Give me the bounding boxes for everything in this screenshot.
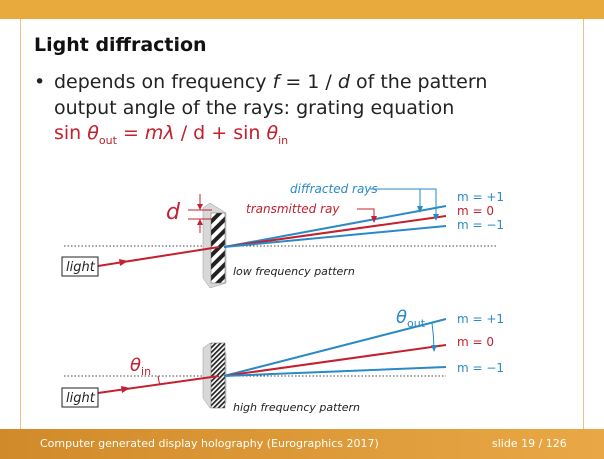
slide-title: Light diffraction	[34, 34, 207, 56]
eq-sub-in: in	[278, 133, 289, 147]
bottom-light-label: light	[66, 391, 96, 406]
top-accent-bar	[0, 0, 604, 19]
high-frequency-label: high frequency pattern	[233, 401, 360, 414]
bullet-dot: •	[34, 71, 46, 93]
bullet-line-1: depends on frequency f = 1 / d of the pa…	[54, 70, 574, 96]
top-diagram: d light diffracted rays transmitted ray …	[61, 182, 504, 289]
top-light-box: light	[61, 256, 99, 277]
eq-lambda: λ	[163, 122, 175, 144]
top-order-0: m = 0	[457, 204, 494, 218]
bottom-ray-m-minus-1	[223, 366, 447, 377]
top-ray-arrow	[119, 259, 128, 266]
var-f: f	[272, 71, 280, 93]
top-order-minus-1: m = −1	[457, 218, 504, 232]
bullet-line1-mid: = 1 /	[279, 71, 338, 93]
bottom-ray-m-0	[223, 344, 447, 377]
bottom-ray-arrow	[121, 386, 130, 393]
bottom-diagram: θin light θout m = +1 m = 0 m = −1 high …	[61, 307, 504, 414]
bullet-text: depends on frequency f = 1 / d of the pa…	[54, 70, 574, 153]
bullet-line1-prefix: depends on frequency	[54, 71, 273, 93]
grating-equation: sin θout = mλ / d + sin θin	[54, 121, 574, 153]
diffracted-callout	[370, 188, 439, 221]
bottom-incoming-ray	[97, 375, 220, 394]
bullet-line1-suffix: of the pattern	[349, 71, 488, 93]
slide-number: slide 19 / 126	[492, 437, 567, 450]
var-d: d	[337, 71, 350, 93]
footer-title: Computer generated display holography (E…	[40, 437, 379, 450]
bottom-grating	[202, 342, 227, 409]
d-marker	[188, 194, 212, 233]
bottom-ray-m-plus-1	[223, 318, 447, 377]
theta-in-symbol: θin	[130, 355, 151, 378]
theta-out-arrow	[431, 345, 437, 352]
bottom-light-box: light	[61, 387, 99, 408]
diffracted-rays-label: diffracted rays	[290, 182, 378, 196]
top-order-plus-1: m = +1	[457, 190, 504, 204]
bottom-order-plus-1: m = +1	[457, 312, 504, 326]
transmitted-ray-label: transmitted ray	[246, 202, 340, 216]
top-grating	[202, 202, 227, 289]
top-ray-m-plus-1	[223, 205, 447, 248]
eq-sub-out: out	[98, 133, 117, 147]
eq-theta-in: θ	[266, 122, 279, 144]
eq-mid-1: =	[116, 122, 145, 144]
footer-bar: Computer generated display holography (E…	[0, 429, 604, 459]
bottom-order-minus-1: m = −1	[457, 361, 504, 375]
top-incoming-ray	[97, 246, 220, 267]
low-frequency-label: low frequency pattern	[233, 265, 355, 278]
bottom-order-0: m = 0	[457, 335, 494, 349]
d-label: d	[166, 200, 181, 225]
slide-frame-right	[583, 19, 584, 429]
eq-theta-out: θ	[87, 122, 99, 144]
transmitted-callout	[357, 208, 377, 223]
eq-sin-1: sin	[54, 122, 82, 144]
eq-m: m	[144, 122, 164, 144]
theta-in-arc	[157, 375, 161, 386]
bullet-line-2: output angle of the rays: grating equati…	[54, 96, 455, 119]
top-light-label: light	[66, 260, 96, 275]
top-ray-m-0	[223, 215, 447, 248]
theta-out-symbol: θout	[396, 307, 426, 330]
slide-frame-left	[20, 19, 21, 429]
top-ray-m-minus-1	[223, 225, 447, 248]
eq-mid-2: / d + sin	[174, 122, 261, 144]
